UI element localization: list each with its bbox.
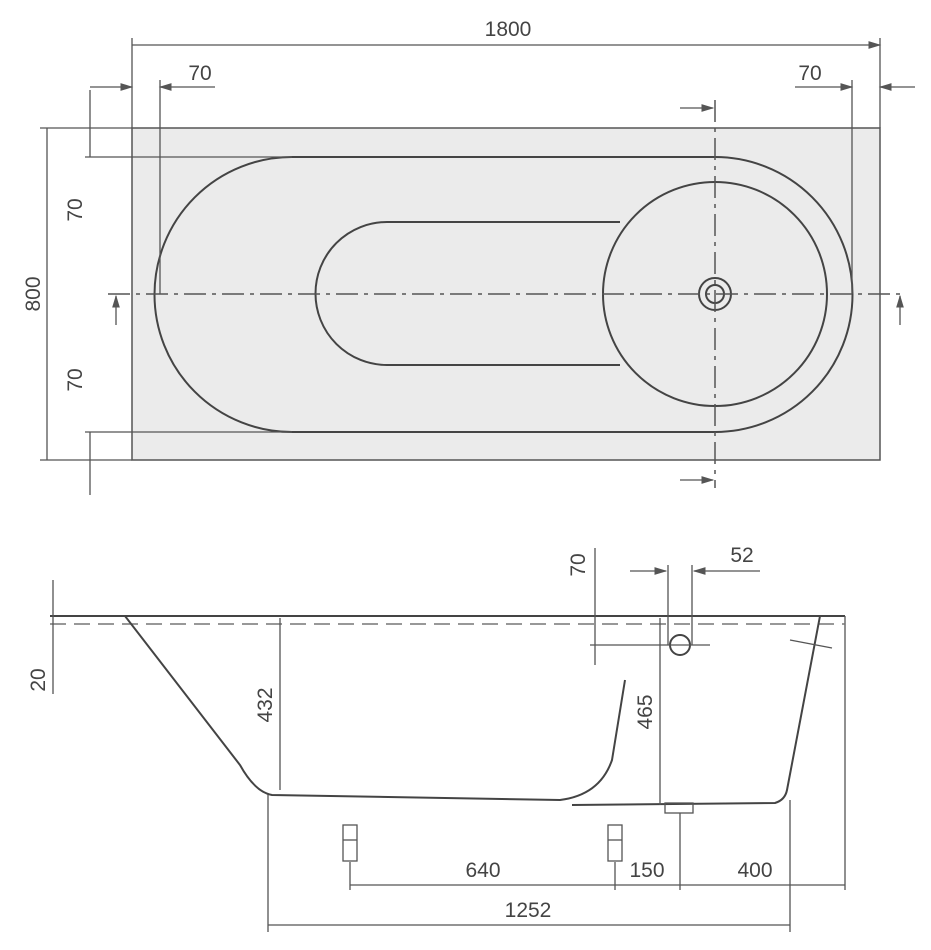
foot-icon <box>342 824 358 862</box>
dim-rim-left: 70 <box>188 62 211 85</box>
foot-icon <box>607 824 623 862</box>
top-view: 1800 70 70 800 70 70 <box>22 18 915 495</box>
dim-depth-left: 432 <box>254 687 277 722</box>
dim-depth-right: 465 <box>634 694 657 729</box>
inner-pill <box>314 221 620 366</box>
dim-overflow-width: 52 <box>730 544 753 567</box>
dim-feet-to-drain: 150 <box>629 859 664 882</box>
dim-width: 800 <box>22 276 45 311</box>
dim-rim-top: 70 <box>64 198 87 221</box>
dim-rim-right: 70 <box>798 62 821 85</box>
dim-feet-spacing: 640 <box>465 859 500 882</box>
dim-length: 1800 <box>485 18 532 41</box>
tub-profile-right <box>571 615 821 806</box>
dim-overflow-offset: 70 <box>567 553 590 576</box>
tub-profile <box>124 615 626 802</box>
side-view: 20 432 70 52 465 640 150 400 1252 <box>27 544 846 932</box>
dim-rim-bottom: 70 <box>64 368 87 391</box>
dim-base-length: 1252 <box>505 899 552 922</box>
dim-drain-to-end: 400 <box>737 859 772 882</box>
dim-rim-thickness: 20 <box>27 668 50 691</box>
